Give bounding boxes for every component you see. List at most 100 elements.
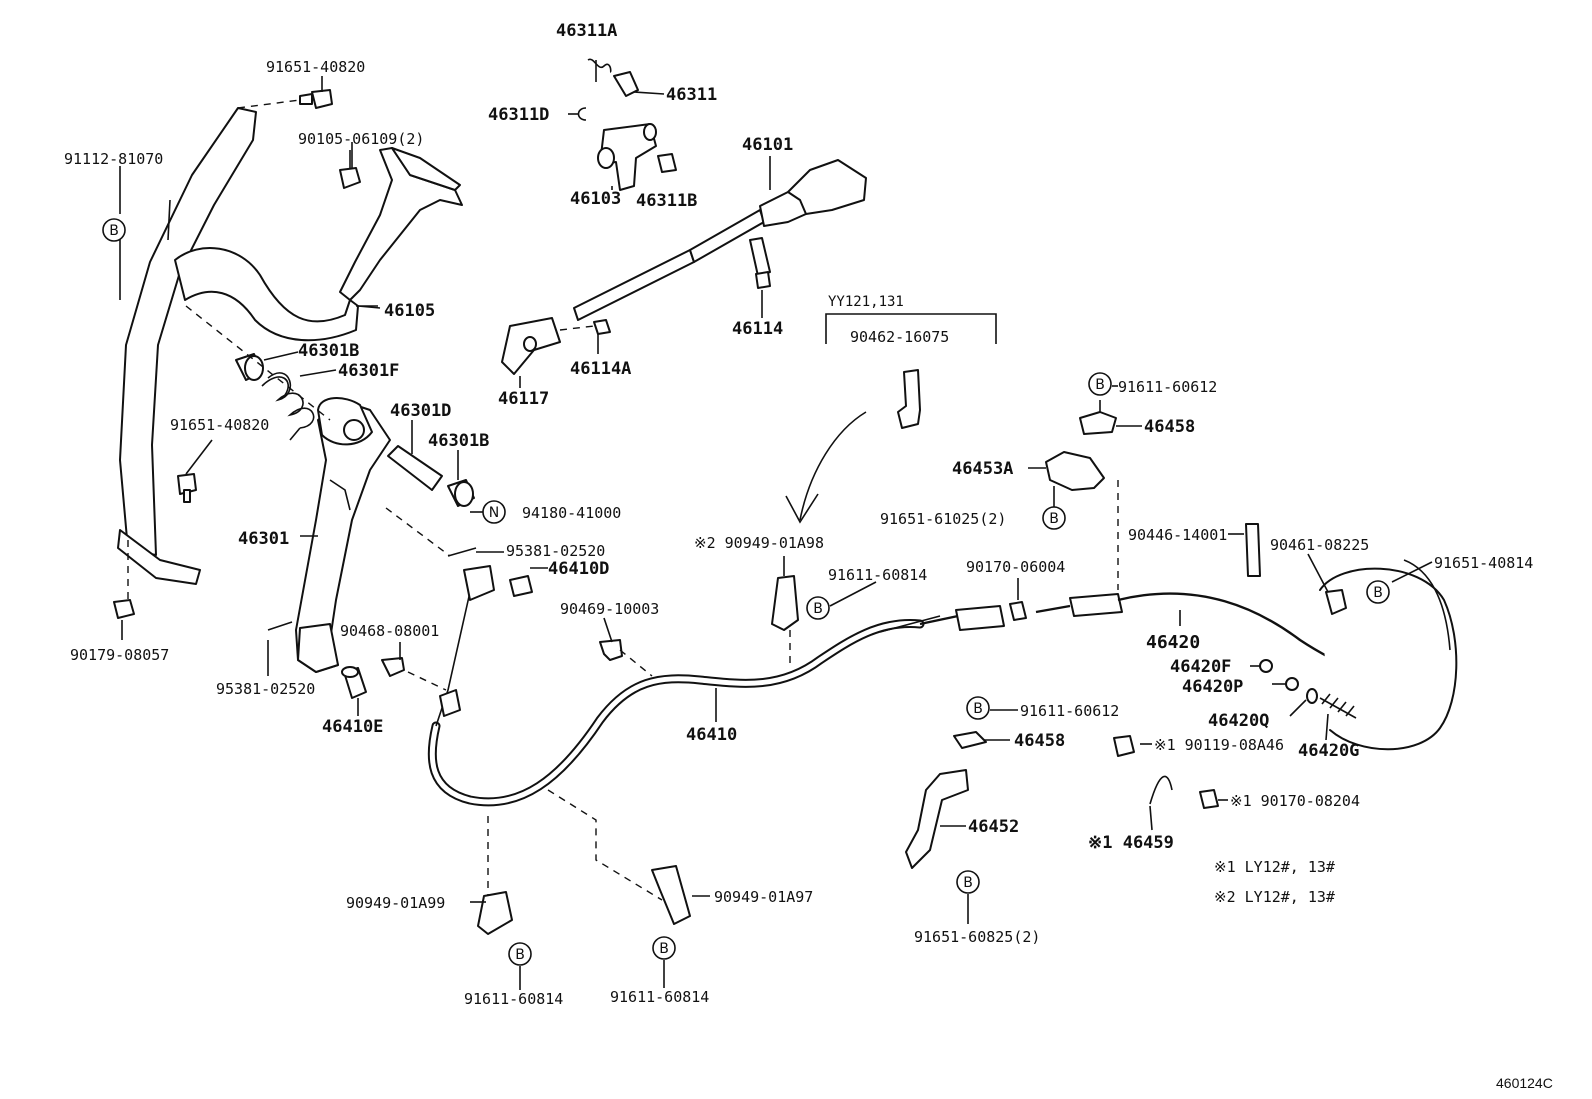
spring-46311A xyxy=(587,58,612,73)
bolt-90119-08A46 xyxy=(1113,735,1135,757)
label-46420F: 46420F xyxy=(1170,657,1231,677)
label-46114: 46114 xyxy=(732,319,783,339)
pin-90446-14001 xyxy=(1245,523,1261,577)
nut-90179-08057 xyxy=(113,599,135,619)
label-46410D: 46410D xyxy=(548,559,609,579)
label-90105-06109: 90105-06109(2) xyxy=(298,130,424,148)
nut-46420P xyxy=(1285,677,1299,691)
handle-46101 xyxy=(573,159,867,321)
label-90461-08225: 90461-08225 xyxy=(1270,536,1369,554)
label-46410: 46410 xyxy=(686,725,737,745)
label-46453A: 46453A xyxy=(952,459,1013,479)
label-95381-02520-b: 95381-02520 xyxy=(216,680,315,698)
label-91611-60814-bl: 91611-60814 xyxy=(464,990,563,1008)
label-46301D: 46301D xyxy=(390,401,451,421)
label-46459: ※1 46459 xyxy=(1088,833,1174,853)
label-46301F: 46301F xyxy=(338,361,399,381)
nut-90170-08204 xyxy=(1199,789,1219,809)
b-symbol: B xyxy=(1373,585,1383,601)
clip-90949-01A98 xyxy=(771,575,799,668)
pin-46114 xyxy=(749,237,771,289)
leader-lines xyxy=(119,60,1433,990)
label-91651-40820-top: 91651-40820 xyxy=(266,58,365,76)
label-46114A: 46114A xyxy=(570,359,631,379)
label-46452: 46452 xyxy=(968,817,1019,837)
washer-46420Q xyxy=(1306,688,1318,704)
clamp-90949-01A99 xyxy=(477,816,513,935)
clip-90469-10003 xyxy=(599,639,653,677)
label-46311: 46311 xyxy=(666,85,717,105)
part-labels: 46311A 46311 46311D 46103 46311B 46101 4… xyxy=(64,21,1553,1091)
b-symbol: B xyxy=(1095,377,1105,393)
label-90446-14001: 90446-14001 xyxy=(1128,526,1227,544)
label-91611-60814-mid: 91611-60814 xyxy=(828,566,927,584)
label-46117: 46117 xyxy=(498,389,549,409)
bracket-46458-top xyxy=(1079,411,1117,435)
pedal-46301 xyxy=(295,397,391,673)
label-46301B-b: 46301B xyxy=(428,431,489,451)
label-91651-40814: 91651-40814 xyxy=(1434,554,1533,572)
bracket-91112-81070 xyxy=(117,99,359,585)
brake-drum xyxy=(1319,559,1458,751)
label-91611-60814-bm: 91611-60814 xyxy=(610,988,709,1006)
pawl-46311 xyxy=(613,71,639,97)
bolt-90105-06109 xyxy=(339,150,361,189)
label-46420: 46420 xyxy=(1146,632,1200,653)
clip-46459 xyxy=(1149,775,1173,805)
label-90468-08001: 90468-08001 xyxy=(340,622,439,640)
pin-46311B xyxy=(657,153,677,173)
bushing-46301B-b xyxy=(447,479,475,507)
pin-46114A xyxy=(593,319,611,335)
ring-46311D xyxy=(577,107,587,121)
label-90949-01A98: ※2 90949-01A98 xyxy=(694,534,824,552)
bushing-46301B-a xyxy=(235,353,264,381)
cable-46410 xyxy=(427,565,1005,807)
label-46301B-a: 46301B xyxy=(298,341,359,361)
label-90469-10003: 90469-10003 xyxy=(560,600,659,618)
label-46420G: 46420G xyxy=(1298,741,1359,761)
label-90170-06004: 90170-06004 xyxy=(966,558,1065,576)
clamp-90949-01A97 xyxy=(547,789,691,925)
b-symbol: B xyxy=(973,701,983,717)
label-91651-60825: 91651-60825(2) xyxy=(914,928,1040,946)
label-91112-81070: 91112-81070 xyxy=(64,150,163,168)
label-90170-08204: ※1 90170-08204 xyxy=(1230,792,1360,810)
label-46458-low: 46458 xyxy=(1014,731,1065,751)
note-1: ※1 LY12#, 13# xyxy=(1214,858,1335,876)
label-94180-41000: 94180-41000 xyxy=(522,504,621,522)
yy-bracket xyxy=(785,313,997,524)
symbol-b-markers: B B B B B B B B B xyxy=(102,218,1390,966)
label-46311D: 46311D xyxy=(488,105,549,125)
n-symbol: N xyxy=(489,505,499,521)
joint-90170-06004 xyxy=(1009,601,1027,621)
label-46410E: 46410E xyxy=(322,717,383,737)
label-46420Q: 46420Q xyxy=(1208,711,1269,731)
symbol-n-marker: N xyxy=(482,500,506,524)
b-symbol: B xyxy=(813,601,823,617)
b-symbol: B xyxy=(963,875,973,891)
bolt-91651-40820-top xyxy=(299,89,333,109)
bracket-46103 xyxy=(597,123,657,191)
support-46105 xyxy=(339,147,463,309)
pin-46410E xyxy=(341,666,367,699)
bracket-46458-low xyxy=(953,731,987,749)
label-46301: 46301 xyxy=(238,529,289,549)
lever-46117 xyxy=(501,317,561,375)
spring-46420G xyxy=(1319,693,1357,719)
clip-90468-08001 xyxy=(381,657,405,677)
nut-46420F xyxy=(1259,659,1273,673)
label-46105: 46105 xyxy=(384,301,435,321)
note-2: ※2 LY12#, 13# xyxy=(1214,888,1335,906)
label-90462-16075: 90462-16075 xyxy=(850,328,949,346)
label-46101: 46101 xyxy=(742,135,793,155)
b-symbol: B xyxy=(1049,511,1059,527)
pin-95381-02520-b xyxy=(267,621,293,631)
label-46458-top: 46458 xyxy=(1144,417,1195,437)
bracket-46453A xyxy=(1045,451,1105,491)
shaft-46301D xyxy=(387,445,443,491)
label-90119-08A46: ※1 90119-08A46 xyxy=(1154,736,1284,754)
b-symbol: B xyxy=(515,947,525,963)
label-46311B: 46311B xyxy=(636,191,697,211)
